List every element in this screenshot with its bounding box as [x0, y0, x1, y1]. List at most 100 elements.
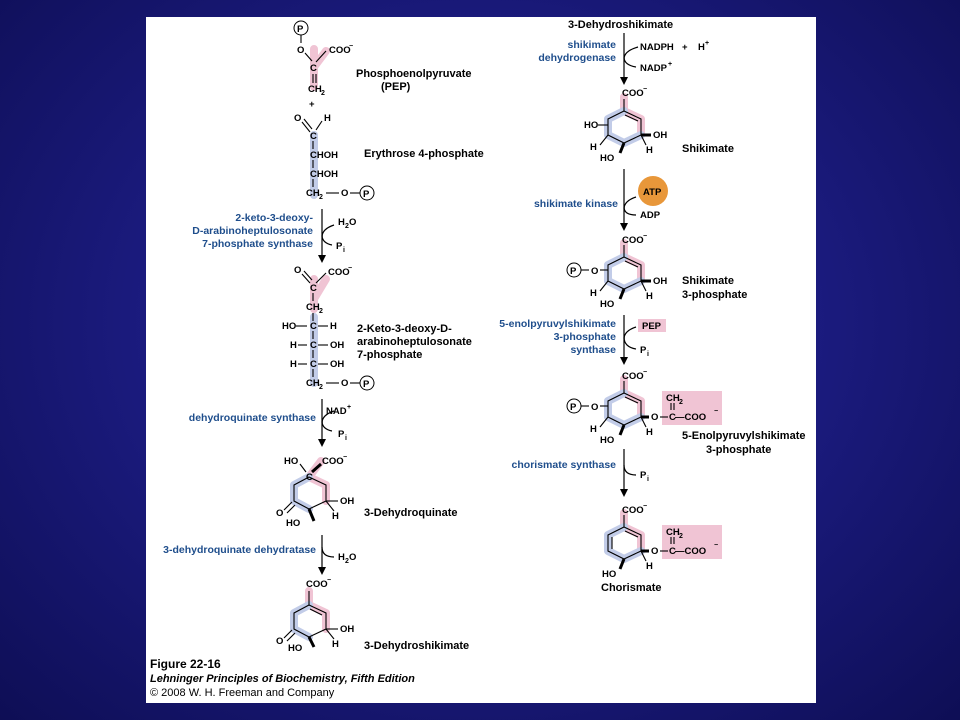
svg-text:−: − — [343, 454, 347, 461]
svg-text:CH: CH — [666, 393, 680, 404]
svg-text:O: O — [294, 113, 301, 124]
pathway-diagram: P O COO − C CH 2 + Phosphoenolpyruvate (… — [150, 19, 806, 699]
svg-text:NADP: NADP — [640, 63, 668, 74]
svg-text:HO: HO — [286, 518, 300, 529]
svg-text:2: 2 — [319, 384, 323, 391]
enolpyruvyl-highlight-box — [662, 391, 722, 425]
dehydroshikimate-structure: COO − OH O HO H — [276, 577, 354, 654]
svg-text:C: C — [310, 340, 317, 351]
reaction-arrow-5: ATP ADP — [620, 169, 668, 231]
svg-text:COO: COO — [322, 456, 344, 467]
pep-label-abbrev: (PEP) — [381, 81, 411, 93]
figure-panel: P O COO − C CH 2 + Phosphoenolpyruvate (… — [146, 17, 816, 703]
chorismate-structure: COO − O C —COO CH 2 − HO H — [602, 503, 722, 580]
svg-text:H: H — [290, 340, 297, 351]
svg-text:H: H — [332, 511, 339, 522]
svg-text:+: + — [668, 61, 672, 68]
shikimate-3-phosphate-structure: COO − P O OH HO H H — [566, 233, 667, 310]
svg-text:i: i — [343, 247, 345, 254]
svg-text:2: 2 — [319, 308, 323, 315]
figure-number: Figure 22-16 — [150, 657, 221, 671]
svg-text:P: P — [363, 379, 370, 390]
svg-text:2: 2 — [679, 533, 683, 540]
svg-text:H: H — [646, 561, 653, 572]
svg-text:—COO: —COO — [675, 412, 706, 423]
svg-text:C: C — [310, 321, 317, 332]
svg-text:OH: OH — [340, 624, 354, 635]
enzyme-dahp-synthase-line2: D-arabinoheptulosonate — [192, 225, 313, 237]
enzyme-dahp-synthase-line3: 7-phosphate synthase — [202, 238, 313, 250]
svg-text:OH: OH — [340, 496, 354, 507]
svg-text:CH: CH — [306, 302, 320, 313]
svg-text:HO: HO — [282, 321, 296, 332]
svg-text:COO: COO — [306, 579, 328, 590]
svg-text:2: 2 — [345, 558, 349, 565]
dehydroshikimate-label: 3-Dehydroshikimate — [364, 640, 469, 652]
svg-text:P: P — [570, 266, 577, 277]
svg-text:−: − — [643, 233, 647, 240]
reaction-arrow-3: H 2 O — [318, 535, 356, 575]
svg-text:P: P — [640, 470, 647, 481]
svg-text:COO: COO — [622, 371, 644, 382]
svg-text:i: i — [647, 476, 649, 483]
svg-text:O: O — [276, 508, 283, 519]
copyright-line: © 2008 W. H. Freeman and Company — [150, 687, 335, 699]
svg-text:CHOH: CHOH — [310, 169, 338, 180]
svg-text:C: C — [669, 412, 676, 423]
enzyme-epsp-synthase-line2: 3-phosphate — [554, 331, 617, 343]
svg-text:ADP: ADP — [640, 210, 661, 221]
s3p-label-line1: Shikimate — [682, 275, 734, 287]
e4p-label: Erythrose 4-phosphate — [364, 148, 484, 160]
reaction-arrow-2: NAD + P i — [318, 399, 351, 447]
svg-text:C: C — [669, 546, 676, 557]
svg-text:O: O — [276, 636, 283, 647]
epsp-label-line2: 3-phosphate — [706, 444, 771, 456]
enzyme-dahp-synthase-line1: 2-keto-3-deoxy- — [235, 212, 313, 224]
svg-text:−: − — [714, 408, 718, 415]
enzyme-dehydroquinate-dehydratase: 3-dehydroquinate dehydratase — [163, 544, 316, 556]
svg-text:O: O — [297, 45, 304, 56]
svg-text:HO: HO — [600, 435, 614, 446]
svg-text:H: H — [698, 42, 705, 53]
dahp-label-line1: 2-Keto-3-deoxy-D- — [357, 323, 452, 335]
svg-text:H: H — [338, 217, 345, 228]
dehydroshikimate-top-label: 3-Dehydroshikimate — [568, 19, 673, 31]
dahp-label-line2: arabinoheptulosonate — [357, 336, 472, 348]
svg-text:H: H — [646, 427, 653, 438]
atp-circle-icon — [638, 176, 668, 206]
enzyme-shikimate-dehydrogenase-line2: dehydrogenase — [538, 52, 616, 64]
svg-text:OH: OH — [330, 340, 344, 351]
enzyme-shikimate-dehydrogenase-line1: shikimate — [568, 39, 617, 51]
svg-text:−: − — [643, 369, 647, 376]
svg-text:C: C — [310, 131, 317, 142]
enzyme-epsp-synthase-line3: synthase — [570, 344, 616, 356]
svg-text:H: H — [338, 552, 345, 563]
enzyme-chorismate-synthase: chorismate synthase — [512, 459, 617, 471]
svg-text:+: + — [347, 404, 351, 411]
svg-text:O: O — [651, 412, 658, 423]
svg-text:H: H — [646, 291, 653, 302]
svg-text:O: O — [591, 402, 598, 413]
svg-text:O: O — [341, 188, 348, 199]
pep-structure: P O COO − C CH 2 + — [293, 20, 353, 110]
svg-text:NADPH: NADPH — [640, 42, 674, 53]
svg-text:2: 2 — [679, 399, 683, 406]
pep-highlight-box — [638, 319, 666, 332]
shikimate-structure: COO − HO OH HO H H — [584, 86, 667, 164]
svg-text:P: P — [363, 189, 370, 200]
svg-text:+: + — [309, 99, 315, 110]
svg-text:CHOH: CHOH — [310, 150, 338, 161]
svg-text:CH: CH — [308, 84, 322, 95]
svg-text:−: − — [327, 577, 331, 584]
svg-text:H: H — [590, 142, 597, 153]
enzyme-epsp-synthase-line1: 5-enolpyruvylshikimate — [499, 318, 616, 330]
chorismate-label: Chorismate — [601, 582, 662, 594]
enzyme-dehydroquinate-synthase: dehydroquinate synthase — [189, 412, 316, 424]
svg-text:O: O — [294, 265, 301, 276]
svg-text:P: P — [338, 429, 345, 440]
svg-text:OH: OH — [653, 276, 667, 287]
svg-text:H: H — [324, 113, 331, 124]
svg-text:HO: HO — [288, 643, 302, 654]
svg-text:2: 2 — [321, 90, 325, 97]
svg-text:C: C — [310, 63, 317, 74]
